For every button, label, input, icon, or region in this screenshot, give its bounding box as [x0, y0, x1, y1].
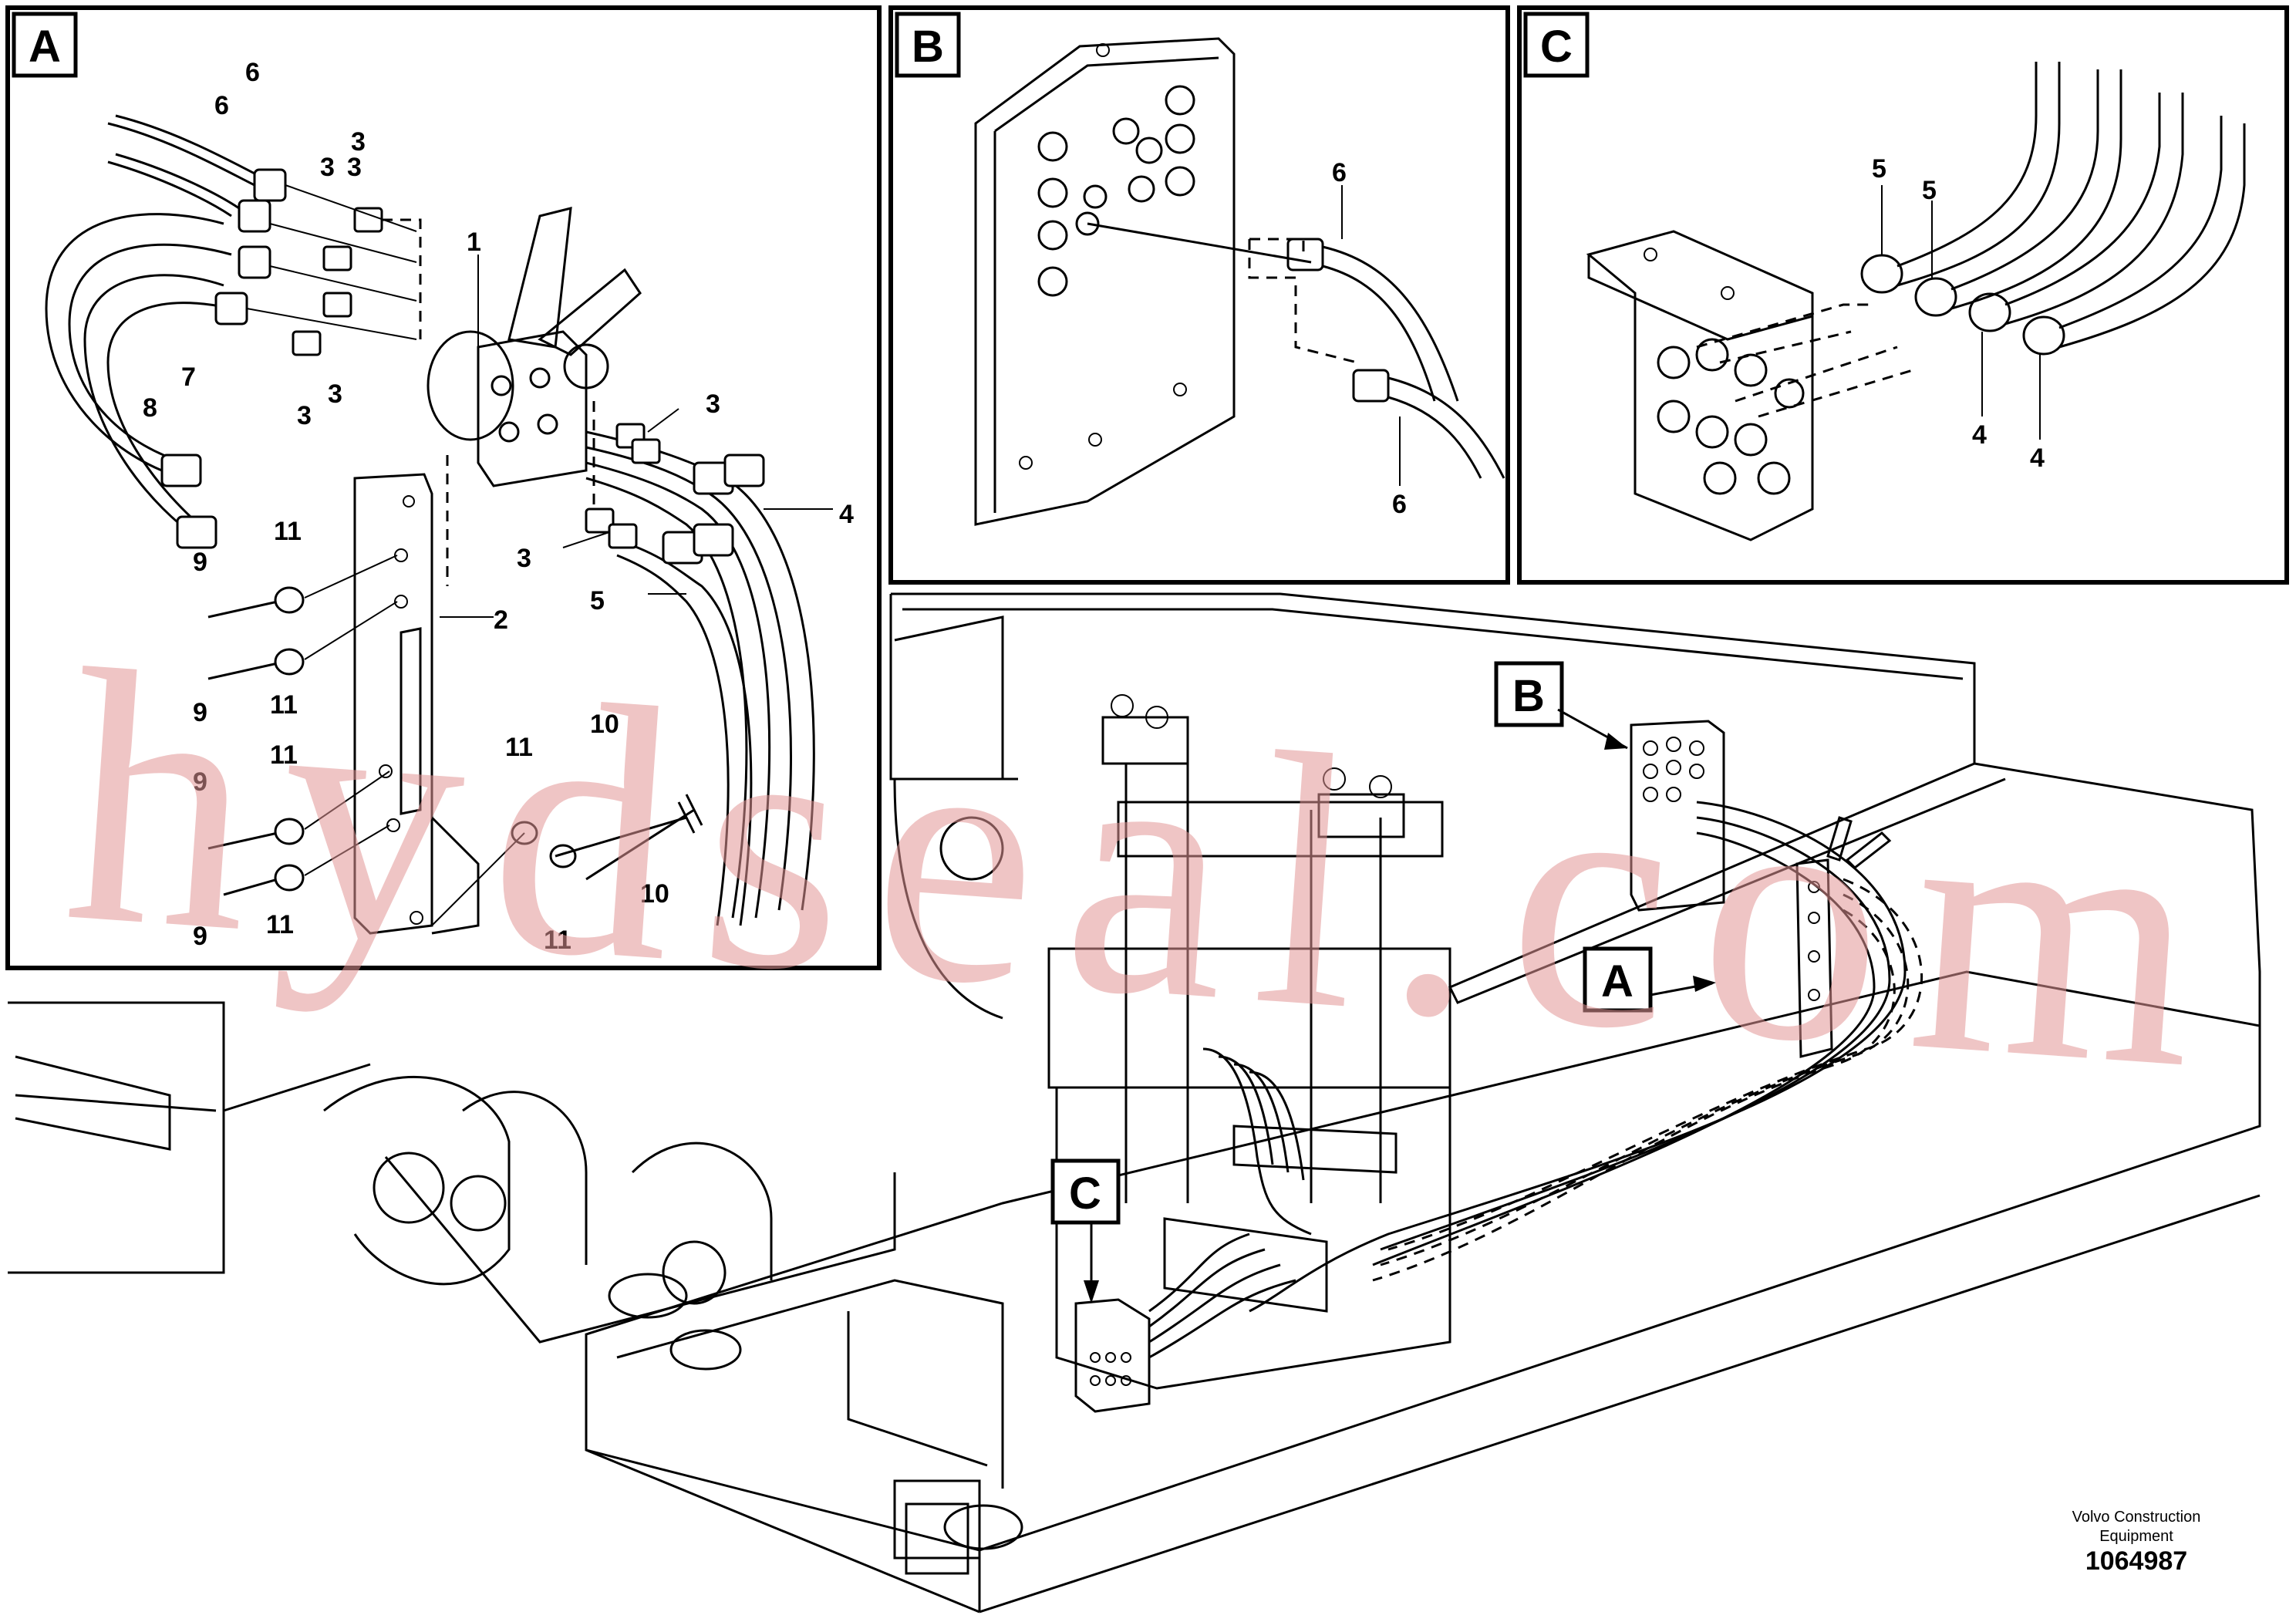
document-number: 1064987: [2085, 1546, 2188, 1576]
callout-10a: 10: [590, 710, 619, 739]
callout-11f: 11: [544, 926, 571, 955]
callout-7: 7: [181, 363, 196, 392]
brand-label: Volvo Construction Equipment: [2036, 1508, 2237, 1546]
panel-b-frame: [888, 5, 1510, 585]
callout-3e: 3: [328, 379, 342, 409]
panel-b-label: B: [912, 22, 944, 72]
panel-c-label-box: [1523, 12, 1590, 78]
panel-a-label-box: [12, 12, 78, 78]
callout-8: 8: [143, 393, 157, 423]
detail-panel-c: C: [1517, 5, 2289, 585]
callout-2: 2: [494, 605, 508, 635]
callout-4b: 4: [1972, 420, 1987, 450]
callout-5b: 5: [1872, 154, 1886, 184]
callout-3f: 3: [706, 389, 720, 419]
callout-6c: 6: [1332, 158, 1347, 187]
callout-11e: 11: [266, 910, 294, 939]
detail-panel-a: A: [5, 5, 882, 970]
main-tag-c: C: [1069, 1168, 1101, 1219]
callout-5a: 5: [590, 586, 605, 615]
panel-b-label-box: [895, 12, 961, 78]
callout-9d: 9: [193, 922, 207, 951]
callout-3g: 3: [517, 544, 531, 573]
panel-a-frame: [5, 5, 882, 970]
callout-3b: 3: [320, 153, 335, 182]
callout-3a: 3: [351, 127, 366, 157]
panel-a-label: A: [29, 22, 61, 72]
callout-6b: 6: [214, 91, 229, 120]
callout-5c: 5: [1922, 176, 1937, 205]
brand-line-1: Volvo Construction: [2072, 1509, 2201, 1526]
main-chassis-view: [8, 592, 2261, 1614]
callout-9c: 9: [193, 767, 207, 797]
callout-11d: 11: [505, 733, 533, 762]
main-tag-b: B: [1512, 671, 1545, 721]
callout-3d: 3: [297, 401, 312, 430]
callout-9b: 9: [193, 698, 207, 727]
callout-6d: 6: [1392, 490, 1407, 519]
callout-11c: 11: [270, 740, 298, 770]
main-tag-c-box: [1050, 1158, 1121, 1225]
main-view-tags: B A C: [1050, 661, 1716, 1303]
detail-panel-b: B 6 6: [888, 5, 1510, 585]
callout-10b: 10: [640, 879, 669, 909]
callout-4c: 4: [2030, 443, 2045, 473]
main-tag-a-box: [1583, 946, 1653, 1013]
callout-3c: 3: [347, 153, 362, 182]
callout-6a: 6: [245, 58, 260, 87]
panel-a-callouts: 6 6 3 3 3 1 7 3 3 8 3 4 3 5 9 11 2 11 9 …: [143, 58, 854, 955]
callout-1: 1: [467, 228, 481, 257]
callout-11a: 11: [274, 517, 302, 546]
callout-9a: 9: [193, 548, 207, 577]
brand-line-2: Equipment: [2099, 1528, 2173, 1545]
callout-4a: 4: [839, 500, 854, 529]
main-tag-a: A: [1601, 956, 1633, 1007]
callout-11b: 11: [270, 690, 298, 720]
panel-c-label: C: [1540, 22, 1573, 72]
main-tag-b-box: [1494, 661, 1564, 727]
